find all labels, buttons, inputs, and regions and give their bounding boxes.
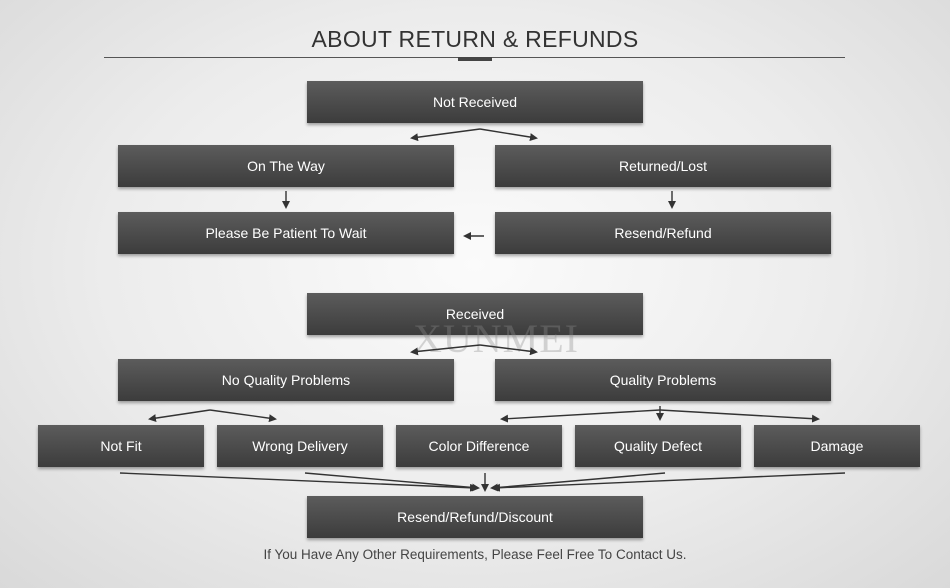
node-damage: Damage [754, 425, 920, 467]
node-not-received: Not Received [307, 81, 643, 123]
arrow-converge-4 [490, 472, 666, 492]
page-title: ABOUT RETURN & REFUNDS [311, 26, 639, 52]
node-returned-lost: Returned/Lost [495, 145, 831, 187]
node-resend-refund: Resend/Refund [495, 212, 831, 254]
arrow-converge-2 [304, 472, 480, 492]
arrow-received-right [479, 344, 538, 356]
arrow-not-received-left [410, 128, 481, 142]
arrow-converge-5 [492, 472, 846, 492]
node-no-quality-problems: No Quality Problems [118, 359, 454, 401]
arrow-converge-1 [119, 472, 478, 492]
node-color-difference: Color Difference [396, 425, 562, 467]
node-not-fit: Not Fit [38, 425, 204, 467]
arrow-qp-damage [659, 409, 820, 423]
arrow-received-left [410, 344, 481, 356]
node-received: Received [307, 293, 643, 335]
arrow-qp-color [500, 409, 661, 423]
title-accent-bar [458, 57, 492, 61]
node-quality-problems: Quality Problems [495, 359, 831, 401]
node-please-be-patient: Please Be Patient To Wait [118, 212, 454, 254]
footer-note: If You Have Any Other Requirements, Plea… [263, 547, 687, 562]
node-on-the-way: On The Way [118, 145, 454, 187]
arrow-nqp-not-fit [148, 409, 211, 423]
node-wrong-delivery: Wrong Delivery [217, 425, 383, 467]
node-resend-refund-discount: Resend/Refund/Discount [307, 496, 643, 538]
arrow-not-received-right [479, 128, 538, 141]
node-quality-defect: Quality Defect [575, 425, 741, 467]
arrow-nqp-wrong-delivery [209, 409, 277, 423]
